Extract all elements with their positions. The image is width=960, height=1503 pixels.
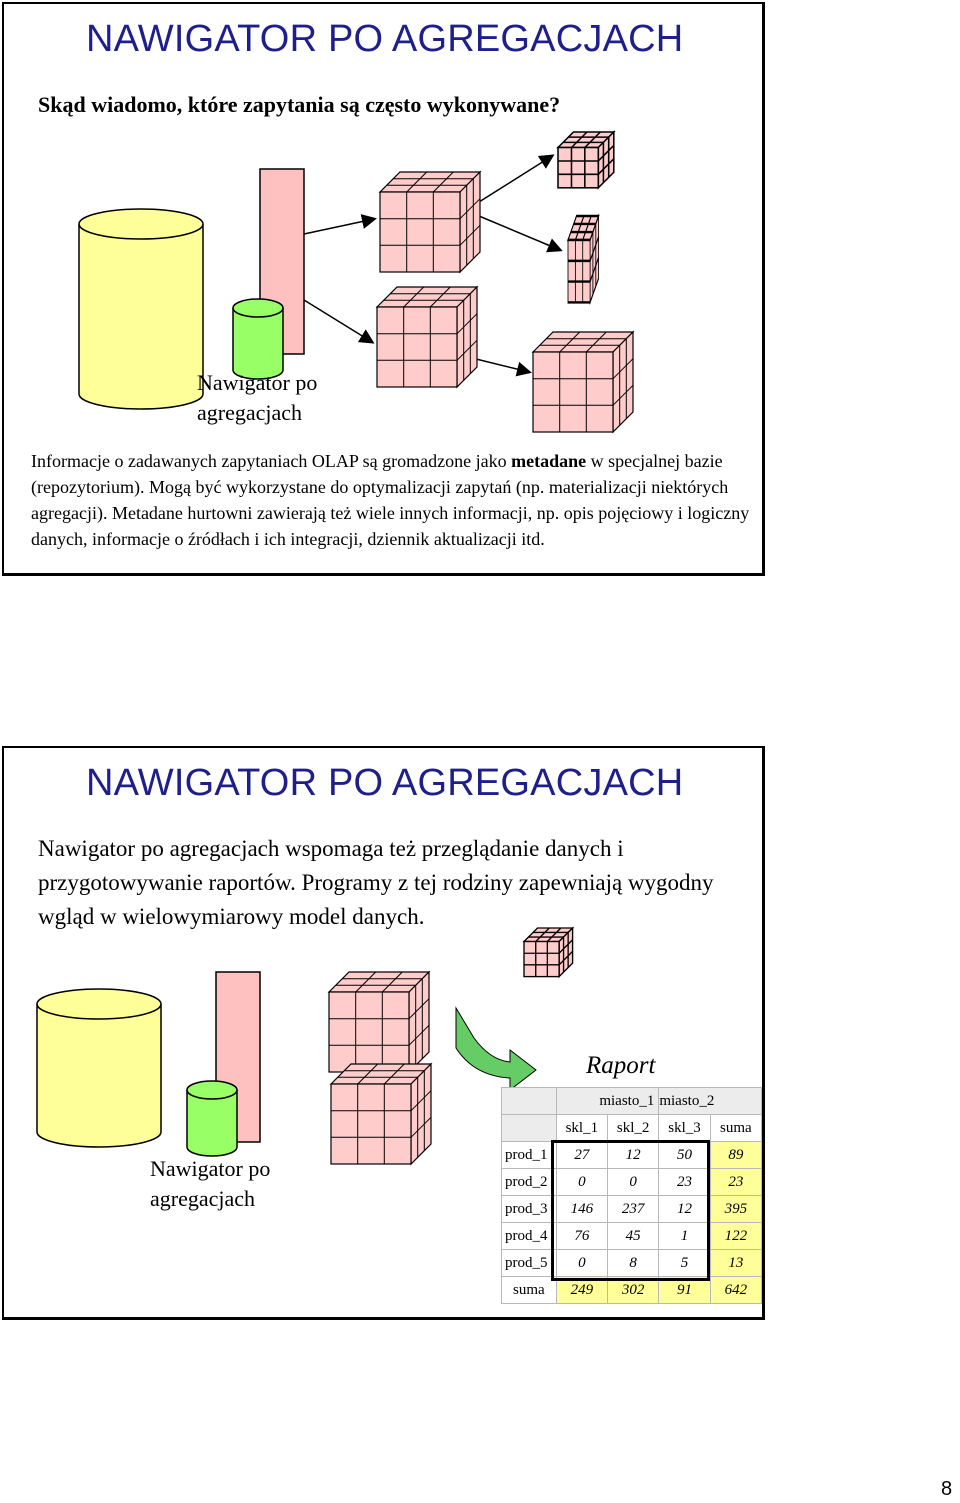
cube-icon — [523, 927, 574, 978]
slide-1-body: Informacje o zadawanych zapytaniach OLAP… — [31, 448, 751, 552]
arrow-to-cube-e — [475, 358, 532, 377]
report-header-row: skl_1 skl_2 skl_3 suma — [501, 1114, 763, 1142]
green-arrow-icon — [455, 1006, 537, 1092]
table-cell: 8 — [607, 1249, 660, 1277]
table-row: prod_4 76 45 1 122 — [501, 1222, 763, 1250]
report-table: miasto_1 miasto_2 skl_1 skl_2 skl_3 suma… — [501, 1087, 763, 1304]
body-text-bold: metadane — [511, 451, 587, 471]
slide-1-title: NAWIGATOR PO AGREGACJACH — [86, 18, 684, 60]
arrow-to-cube-a — [303, 214, 377, 235]
report-col-header: skl_2 — [607, 1114, 660, 1142]
table-cell: 12 — [658, 1195, 711, 1223]
report-city-header: miasto_2 — [658, 1087, 762, 1115]
cube-icon — [532, 331, 634, 433]
arrow-to-cube-b — [303, 299, 375, 344]
table-cell: 27 — [555, 1141, 609, 1169]
cube-icon — [557, 131, 615, 189]
row-label: prod_4 — [501, 1222, 557, 1250]
body-text-part-2: w specjalnej bazie (repozytorium). Mogą … — [31, 451, 750, 549]
row-label: prod_2 — [501, 1168, 557, 1196]
slide-1-subtitle: Skąd wiadomo, które zapytania są często … — [38, 92, 561, 117]
row-sum-cell: 395 — [709, 1195, 763, 1223]
report-corner — [501, 1114, 557, 1142]
page-number: 8 — [941, 1478, 953, 1500]
report-col-header: suma — [709, 1114, 763, 1142]
table-row: prod_3 146 237 12 395 — [501, 1195, 763, 1223]
report-col-header: skl_3 — [658, 1114, 711, 1142]
table-cell: 0 — [555, 1249, 609, 1277]
table-row: prod_2 0 0 23 23 — [501, 1168, 763, 1196]
row-label: prod_1 — [501, 1141, 557, 1169]
table-cell: 45 — [607, 1222, 660, 1250]
cube-icon — [379, 171, 481, 273]
row-label: prod_5 — [501, 1249, 557, 1277]
aggregation-diagram-1 — [78, 131, 634, 433]
column-sum-cell: 249 — [555, 1276, 609, 1304]
slide-2: NAWIGATOR PO AGREGACJACH Nawigator po ag… — [2, 746, 765, 1320]
sum-row: suma 249 302 91 642 — [501, 1276, 763, 1304]
column-sum-cell: 91 — [658, 1276, 711, 1304]
report-city-row: miasto_1 miasto_2 — [501, 1087, 762, 1115]
slide-2-body: Nawigator po agregacjach wspomaga też pr… — [38, 836, 714, 929]
report-corner — [501, 1087, 557, 1115]
table-cell: 76 — [555, 1222, 609, 1250]
repository-cylinder-icon — [232, 298, 284, 380]
grand-total-cell: 642 — [709, 1276, 763, 1304]
cube-icon — [330, 1063, 432, 1165]
row-sum-cell: 122 — [709, 1222, 763, 1250]
database-cylinder-icon — [36, 988, 162, 1148]
table-cell: 5 — [658, 1249, 711, 1277]
arrow-to-cube-d — [478, 215, 563, 253]
database-cylinder-icon — [78, 208, 204, 410]
table-cell: 146 — [555, 1195, 609, 1223]
slide-2-title: NAWIGATOR PO AGREGACJACH — [86, 762, 684, 804]
slide-1: NAWIGATOR PO AGREGACJACH Skąd wiadomo, k… — [2, 2, 765, 576]
arrow-to-cube-c — [478, 154, 555, 203]
table-cell: 237 — [607, 1195, 660, 1223]
row-label: prod_3 — [501, 1195, 557, 1223]
table-row: prod_5 0 8 5 13 — [501, 1249, 763, 1277]
column-sum-cell: 302 — [607, 1276, 660, 1304]
sum-row-label: suma — [501, 1276, 557, 1304]
navigator-label-line-1: Nawigator po — [197, 370, 318, 395]
table-row: prod_1 27 12 50 89 — [501, 1141, 763, 1169]
table-cell: 1 — [658, 1222, 711, 1250]
navigator-label-line-1: Nawigator po — [150, 1156, 271, 1181]
table-cell: 50 — [658, 1141, 711, 1169]
table-cell: 0 — [607, 1168, 660, 1196]
repository-cylinder-icon — [186, 1080, 238, 1157]
cube-icon — [566, 214, 600, 304]
table-cell: 23 — [658, 1168, 711, 1196]
navigator-label-line-2: agregacjach — [150, 1186, 256, 1211]
report-city-header: miasto_1 — [555, 1087, 660, 1115]
row-sum-cell: 23 — [709, 1168, 763, 1196]
table-cell: 12 — [607, 1141, 660, 1169]
report-col-header: skl_1 — [555, 1114, 609, 1142]
row-sum-cell: 13 — [709, 1249, 763, 1277]
table-cell: 0 — [555, 1168, 609, 1196]
navigator-label: Nawigator po agregacjach — [150, 1154, 270, 1214]
navigator-label: Nawigator po agregacjach — [197, 368, 317, 428]
report-title: Raport — [586, 1052, 656, 1079]
cube-icon — [376, 286, 478, 388]
cube-icon — [328, 971, 430, 1073]
aggregation-diagram-2 — [36, 927, 574, 1165]
body-text-part-1: Informacje o zadawanych zapytaniach OLAP… — [31, 451, 512, 471]
row-sum-cell: 89 — [709, 1141, 763, 1169]
navigator-label-line-2: agregacjach — [197, 400, 303, 425]
